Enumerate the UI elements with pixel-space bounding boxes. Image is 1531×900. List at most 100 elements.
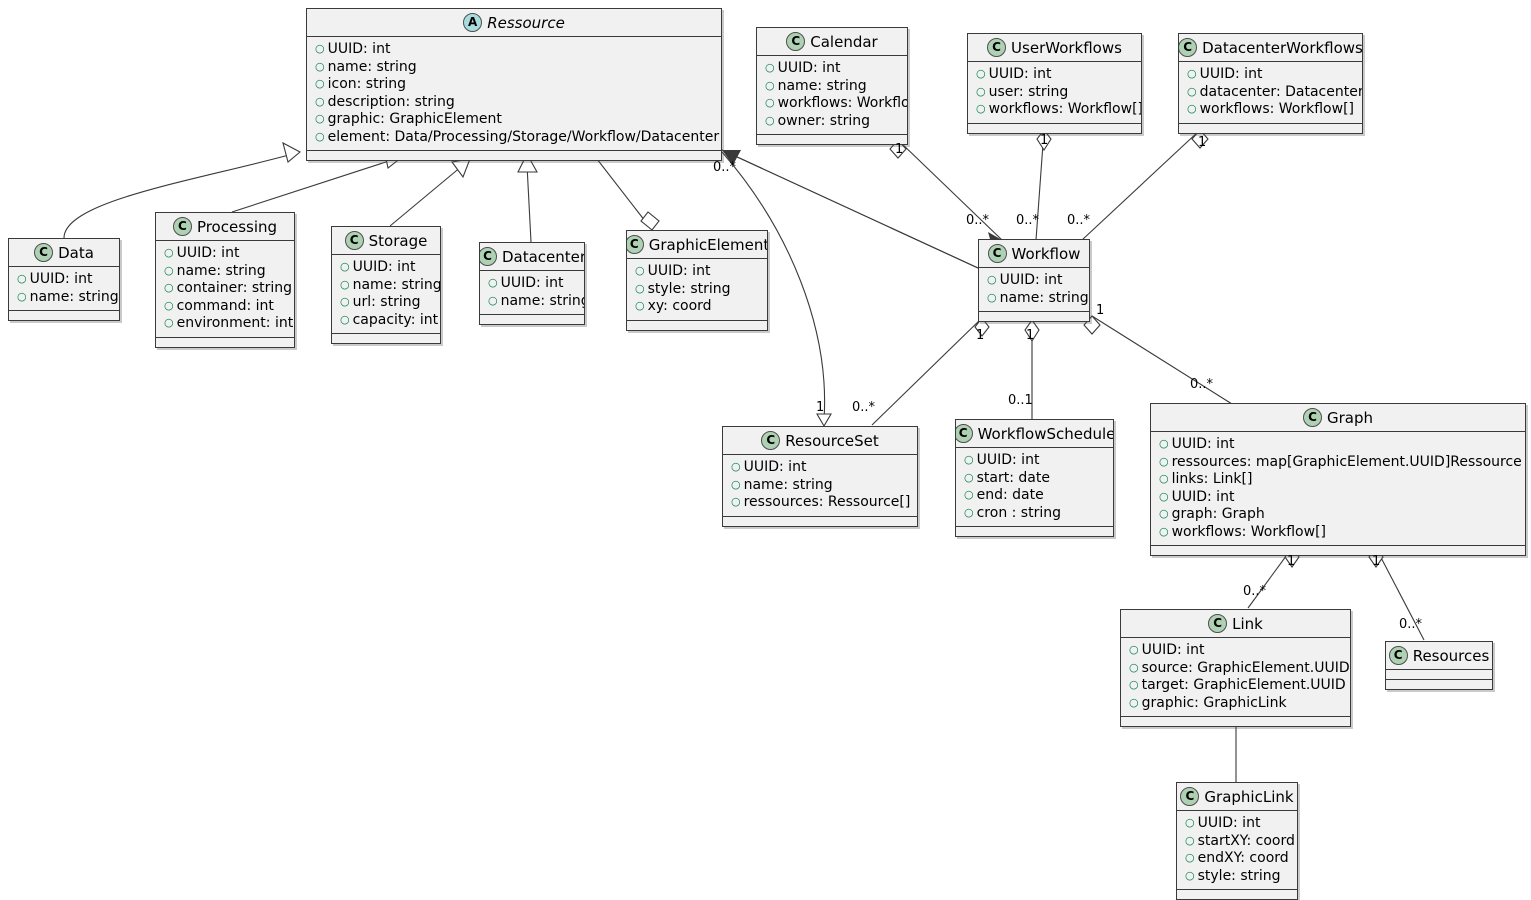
class-operations-link bbox=[1121, 716, 1350, 726]
class-attributes-storage: ○UUID: int ○name: string ○url: string ○c… bbox=[332, 254, 440, 333]
attribute-row: ○ressources: map[GraphicElement.UUID]Res… bbox=[1159, 453, 1522, 470]
class-attributes-graphicelement: ○UUID: int ○style: string ○xy: coord bbox=[627, 258, 767, 320]
attribute-row: ○graphic: GraphicElement bbox=[315, 111, 502, 127]
attribute-row: ○UUID: int bbox=[731, 459, 807, 475]
attribute-row: ○capacity: int bbox=[340, 311, 439, 328]
class-stereotype-icon: C bbox=[1302, 408, 1322, 427]
multiplicity-ressource-resourceset: 1 bbox=[816, 400, 825, 415]
visibility-icon: ○ bbox=[1185, 851, 1195, 864]
visibility-icon: ○ bbox=[964, 470, 974, 484]
attribute-row: ○description: string bbox=[315, 93, 455, 110]
visibility-icon: ○ bbox=[731, 477, 741, 491]
class-attributes-graphiclink: ○UUID: int ○startXY: coord ○endXY: coord… bbox=[1177, 810, 1297, 889]
multiplicity-graph-many: 0..* bbox=[1190, 377, 1214, 392]
class-box-storage[interactable]: C Storage ○UUID: int ○name: string ○url:… bbox=[331, 226, 441, 344]
attribute-row: ○container: string bbox=[164, 280, 293, 296]
class-box-data[interactable]: C Data ○UUID: int ○name: string bbox=[8, 238, 120, 321]
class-box-graphiclink[interactable]: C GraphicLink ○UUID: int ○startXY: coord… bbox=[1176, 782, 1298, 900]
visibility-icon: ○ bbox=[987, 273, 997, 286]
class-operations-processing bbox=[156, 336, 294, 347]
multiplicity-datacenterworkflows: 1 bbox=[1198, 135, 1207, 150]
class-header-resourceset: C ResourceSet bbox=[723, 427, 917, 454]
class-name-processing: Processing bbox=[196, 217, 278, 236]
visibility-icon: ○ bbox=[1129, 678, 1139, 691]
class-box-resources[interactable]: C Resources bbox=[1385, 641, 1493, 690]
visibility-icon: ○ bbox=[315, 94, 325, 108]
class-box-datacenterworkflows[interactable]: C DatacenterWorkflows ○UUID: int ○datace… bbox=[1178, 33, 1363, 134]
attribute-row: ○target: GraphicElement.UUID bbox=[1129, 677, 1346, 693]
generalization-storage-ressource bbox=[389, 158, 471, 227]
visibility-icon: ○ bbox=[315, 42, 325, 55]
visibility-icon: ○ bbox=[964, 453, 974, 466]
attribute-row: ○endXY: coord bbox=[1185, 850, 1289, 866]
attribute-row: ○name: string bbox=[731, 476, 833, 493]
attribute-row: ○name: string bbox=[987, 289, 1089, 306]
class-attributes-graph: ○UUID: int ○ressources: map[GraphicEleme… bbox=[1151, 431, 1525, 545]
attribute-row: ○UUID: int bbox=[488, 275, 564, 291]
class-box-link[interactable]: C Link ○UUID: int ○source: GraphicElemen… bbox=[1120, 609, 1351, 727]
visibility-icon: ○ bbox=[164, 298, 174, 312]
class-name-resourceset: ResourceSet bbox=[785, 431, 879, 450]
visibility-icon: ○ bbox=[17, 289, 27, 303]
visibility-icon: ○ bbox=[17, 272, 27, 285]
aggregation-graphicelement-ressource bbox=[589, 149, 660, 231]
aggregation-calendar-workflow bbox=[889, 139, 1003, 246]
visibility-icon: ○ bbox=[964, 505, 974, 519]
visibility-icon: ○ bbox=[635, 281, 645, 295]
class-name-resources: Resources bbox=[1412, 646, 1490, 665]
visibility-icon: ○ bbox=[340, 260, 350, 273]
attribute-row: ○UUID: int bbox=[164, 245, 240, 261]
class-operations-resources bbox=[1386, 679, 1492, 689]
class-box-ressource[interactable]: A Ressource ○UUID: int ○name: string ○ic… bbox=[306, 8, 722, 161]
class-header-processing: C Processing bbox=[156, 213, 294, 240]
multiplicity-resourceset-many: 0..* bbox=[852, 400, 876, 415]
class-attributes-processing: ○UUID: int ○name: string ○container: str… bbox=[156, 240, 294, 337]
attribute-row: ○name: string bbox=[340, 276, 441, 293]
attribute-row: ○UUID: int bbox=[964, 452, 1040, 468]
visibility-icon: ○ bbox=[315, 112, 325, 125]
class-name-data: Data bbox=[58, 243, 94, 262]
class-box-processing[interactable]: C Processing ○UUID: int ○name: string ○c… bbox=[155, 212, 295, 348]
class-header-datacenterworkflows: C DatacenterWorkflows bbox=[1179, 34, 1362, 61]
attribute-row: ○UUID: int bbox=[17, 271, 93, 287]
multiplicity-userworkflows: 1 bbox=[1040, 133, 1049, 148]
class-box-datacenter[interactable]: C Datacenter ○UUID: int ○name: string bbox=[479, 242, 585, 325]
multiplicity-calendar: 1 bbox=[895, 142, 904, 157]
multiplicity-workflow-resourceset: 1 bbox=[976, 328, 985, 343]
attribute-row: ○source: GraphicElement.UUID bbox=[1129, 659, 1350, 676]
class-box-graph[interactable]: C Graph ○UUID: int ○ressources: map[Grap… bbox=[1150, 403, 1526, 556]
class-stereotype-icon: C bbox=[786, 32, 806, 51]
class-stereotype-icon: C bbox=[987, 244, 1007, 263]
class-attributes-resourceset: ○UUID: int ○name: string ○ressources: Re… bbox=[723, 454, 917, 516]
attribute-row: ○url: string bbox=[340, 294, 421, 310]
class-header-ressource: A Ressource bbox=[307, 9, 721, 36]
class-box-resourceset[interactable]: C ResourceSet ○UUID: int ○name: string ○… bbox=[722, 426, 918, 527]
visibility-icon: ○ bbox=[635, 264, 645, 277]
class-box-userworkflows[interactable]: C UserWorkflows ○UUID: int ○user: string… bbox=[967, 33, 1142, 134]
attribute-row: ○name: string bbox=[17, 288, 119, 305]
class-operations-graphiclink bbox=[1177, 889, 1297, 899]
class-stereotype-icon: C bbox=[172, 217, 192, 236]
class-box-workflow[interactable]: C Workflow ○UUID: int ○name: string bbox=[978, 239, 1090, 322]
class-attributes-resources bbox=[1386, 669, 1492, 679]
class-operations-storage bbox=[332, 333, 440, 343]
class-box-graphicelement[interactable]: C GraphicElement ○UUID: int ○style: stri… bbox=[626, 230, 768, 331]
attribute-row: ○UUID: int bbox=[1187, 66, 1263, 82]
visibility-icon: ○ bbox=[315, 59, 325, 73]
class-attributes-datacenterworkflows: ○UUID: int ○datacenter: Datacenter ○work… bbox=[1179, 61, 1362, 123]
class-operations-calendar bbox=[757, 134, 907, 144]
class-name-link: Link bbox=[1232, 614, 1263, 633]
class-box-calendar[interactable]: C Calendar ○UUID: int ○name: string ○wor… bbox=[756, 27, 908, 145]
class-name-userworkflows: UserWorkflows bbox=[1011, 38, 1122, 57]
visibility-icon: ○ bbox=[1129, 643, 1139, 656]
visibility-icon: ○ bbox=[964, 488, 974, 501]
class-box-workflowschedule[interactable]: C WorkflowSchedule ○UUID: int ○start: da… bbox=[955, 419, 1114, 537]
class-name-graphiclink: GraphicLink bbox=[1204, 787, 1294, 806]
class-name-datacenterworkflows: DatacenterWorkflows bbox=[1202, 38, 1363, 57]
class-stereotype-icon: C bbox=[1180, 787, 1200, 806]
visibility-icon: ○ bbox=[164, 281, 174, 294]
attribute-row: ○owner: string bbox=[765, 112, 870, 129]
visibility-icon: ○ bbox=[976, 67, 986, 80]
class-header-graphiclink: C GraphicLink bbox=[1177, 783, 1297, 810]
